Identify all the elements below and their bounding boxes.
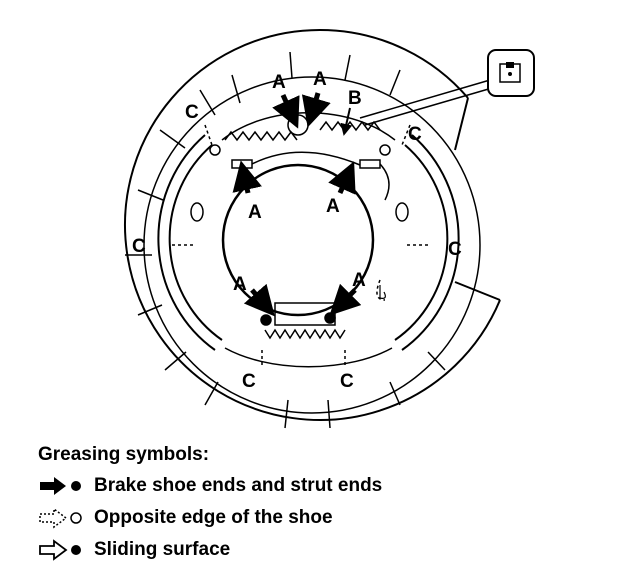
greasing-legend: Greasing symbols: Brake shoe ends and st… bbox=[38, 440, 618, 566]
b-arrow bbox=[340, 107, 353, 136]
legend-item-outline: Sliding surface bbox=[38, 534, 618, 566]
label-c-top-left: C bbox=[185, 102, 199, 123]
shoe-holes bbox=[190, 202, 409, 222]
label-b: B bbox=[348, 88, 362, 109]
top-springs bbox=[209, 114, 391, 156]
c-grease-marks bbox=[172, 124, 430, 365]
legend-item-dashed: Opposite edge of the shoe bbox=[38, 502, 618, 534]
brake-shoes bbox=[157, 111, 460, 368]
hub bbox=[221, 163, 375, 317]
brake-assembly-diagram: A A B A A A A C C C C C C bbox=[124, 29, 535, 429]
legend-text-outline: Sliding surface bbox=[94, 539, 231, 560]
dashed-arrow-circle-icon bbox=[39, 507, 82, 529]
label-a-top-left: A bbox=[272, 72, 286, 93]
solid-arrow-dot-icon bbox=[40, 477, 81, 495]
label-c-top-right: C bbox=[408, 124, 422, 145]
legend-text-solid: Brake shoe ends and strut ends bbox=[94, 475, 383, 496]
label-a-mid-right: A bbox=[326, 196, 340, 217]
label-a-top-right: A bbox=[313, 69, 327, 90]
inset-leader-line-2 bbox=[359, 79, 491, 119]
strut-assembly bbox=[231, 151, 390, 201]
label-c-bottom-left: C bbox=[242, 371, 256, 392]
outline-arrow-dot-icon bbox=[39, 539, 81, 561]
label-a-low-left: A bbox=[233, 274, 247, 295]
diagram-labels: A A B A A A A C C C C C C bbox=[132, 69, 462, 392]
legend-text-dashed: Opposite edge of the shoe bbox=[94, 507, 333, 528]
a-arrows bbox=[232, 92, 362, 317]
label-c-mid-right: C bbox=[448, 239, 462, 260]
legend-item-solid: Brake shoe ends and strut ends bbox=[38, 470, 618, 502]
label-a-low-right: A bbox=[352, 270, 366, 291]
detail-inset bbox=[487, 49, 535, 97]
label-c-bottom-right: C bbox=[340, 371, 354, 392]
legend-title: Greasing symbols: bbox=[38, 444, 210, 465]
label-a-mid-left: A bbox=[248, 202, 262, 223]
bottom-anchor bbox=[260, 302, 346, 340]
label-c-mid-left: C bbox=[132, 236, 146, 257]
inset-leader-line bbox=[364, 87, 493, 126]
backing-plate bbox=[124, 29, 501, 429]
b-small-marker bbox=[379, 285, 386, 299]
